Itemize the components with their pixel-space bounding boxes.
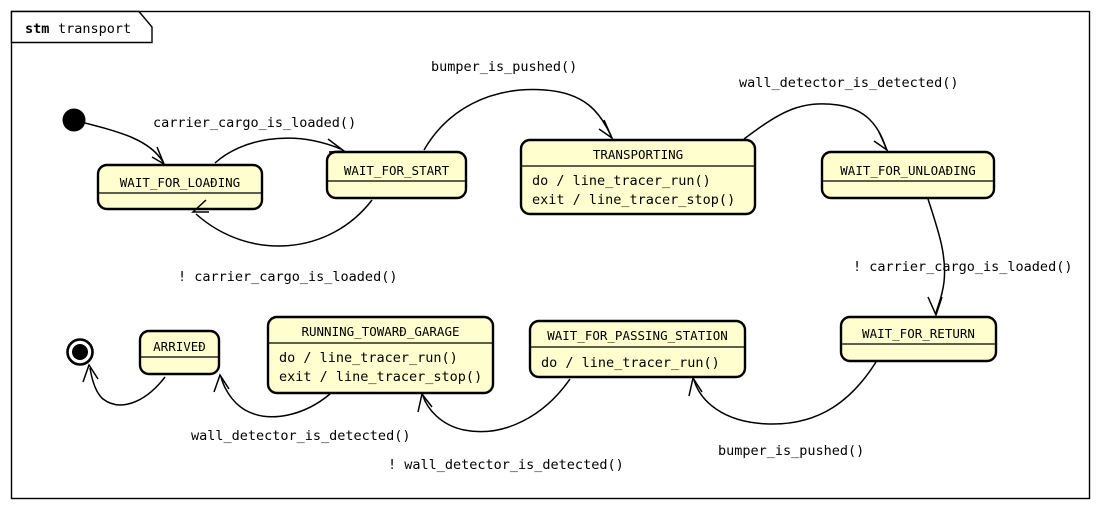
state-wait-for-unloading[interactable]: WAIT_FOR_UNLOAÐING	[820, 150, 996, 200]
transition-loading-to-start: carrier_cargo_is_loaded()	[153, 115, 356, 164]
initial-state-node	[62, 108, 86, 132]
state-wait-for-loading-title: WAIT_FOR_LOAÐING	[120, 175, 240, 190]
state-wait-for-return[interactable]: WAIT_FOR_RETURN	[839, 315, 998, 363]
state-wait-for-start-title: WAIT_FOR_START	[344, 163, 450, 178]
transition-passing-station-to-running: ! wall_detector_is_detected()	[388, 378, 624, 473]
transition-initial-to-wait-for-loading	[84, 122, 166, 166]
state-transporting[interactable]: TRANSPORTING do / line_tracer_run() exit…	[519, 138, 757, 216]
transition-label-not-carrier-loaded-2: ! carrier_cargo_is_loaded()	[853, 259, 1072, 275]
transition-arrived-to-final	[82, 363, 166, 406]
transition-transporting-to-unloading: wall_detector_is_detected()	[739, 75, 958, 153]
state-wait-for-start[interactable]: WAIT_FOR_START	[325, 150, 468, 200]
state-wait-for-unloading-title: WAIT_FOR_UNLOAÐING	[840, 163, 975, 178]
state-running-toward-garage-body-1: exit / line_tracer_stop()	[279, 369, 482, 385]
frame-keyword: stm	[25, 21, 49, 37]
state-wait-for-loading[interactable]: WAIT_FOR_LOAÐING	[96, 163, 264, 211]
state-transporting-title: TRANSPORTING	[593, 147, 683, 162]
diagram-frame	[10, 10, 1091, 500]
transition-start-to-loading: ! carrier_cargo_is_loaded()	[178, 199, 397, 285]
state-arrived[interactable]: ARRIVEÐ	[138, 329, 221, 376]
transition-label-not-wall-detected: ! wall_detector_is_detected()	[388, 457, 624, 473]
state-transporting-body-1: exit / line_tracer_stop()	[532, 192, 735, 208]
transition-label-bumper-pushed: bumper_is_pushed()	[431, 59, 577, 75]
state-wait-for-return-title: WAIT_FOR_RETURN	[862, 326, 975, 341]
state-running-toward-garage-title: RUNNING_TOWARÐ_GARAGE	[301, 324, 459, 339]
frame-title-tab	[10, 10, 153, 44]
frame-name: transport	[58, 21, 131, 37]
transition-label-carrier-loaded: carrier_cargo_is_loaded()	[153, 115, 356, 131]
state-wait-for-passing-station[interactable]: WAIT_FOR_PASSING_STATION do / line_trace…	[528, 319, 747, 379]
transition-label-bumper-pushed-2: bumper_is_pushed()	[718, 443, 864, 459]
final-state-node	[66, 338, 94, 366]
state-arrived-title: ARRIVEÐ	[153, 339, 206, 354]
transition-unloading-to-return: ! carrier_cargo_is_loaded()	[853, 198, 1072, 318]
state-wait-for-passing-station-body-0: do / line_tracer_run()	[541, 355, 720, 371]
state-running-toward-garage[interactable]: RUNNING_TOWARÐ_GARAGE do / line_tracer_r…	[266, 315, 495, 395]
transition-start-to-transporting: bumper_is_pushed()	[423, 59, 614, 151]
state-wait-for-passing-station-title: WAIT_FOR_PASSING_STATION	[547, 328, 728, 343]
transition-label-not-carrier-loaded: ! carrier_cargo_is_loaded()	[178, 269, 397, 285]
transition-label-wall-detected-2: wall_detector_is_detected()	[191, 428, 410, 444]
state-transporting-body-0: do / line_tracer_run()	[532, 173, 711, 189]
transition-label-wall-detected: wall_detector_is_detected()	[739, 75, 958, 91]
state-running-toward-garage-body-0: do / line_tracer_run()	[279, 350, 458, 366]
transition-return-to-passing-station: bumper_is_pushed()	[688, 361, 877, 459]
transition-running-to-arrived: wall_detector_is_detected()	[191, 373, 410, 444]
